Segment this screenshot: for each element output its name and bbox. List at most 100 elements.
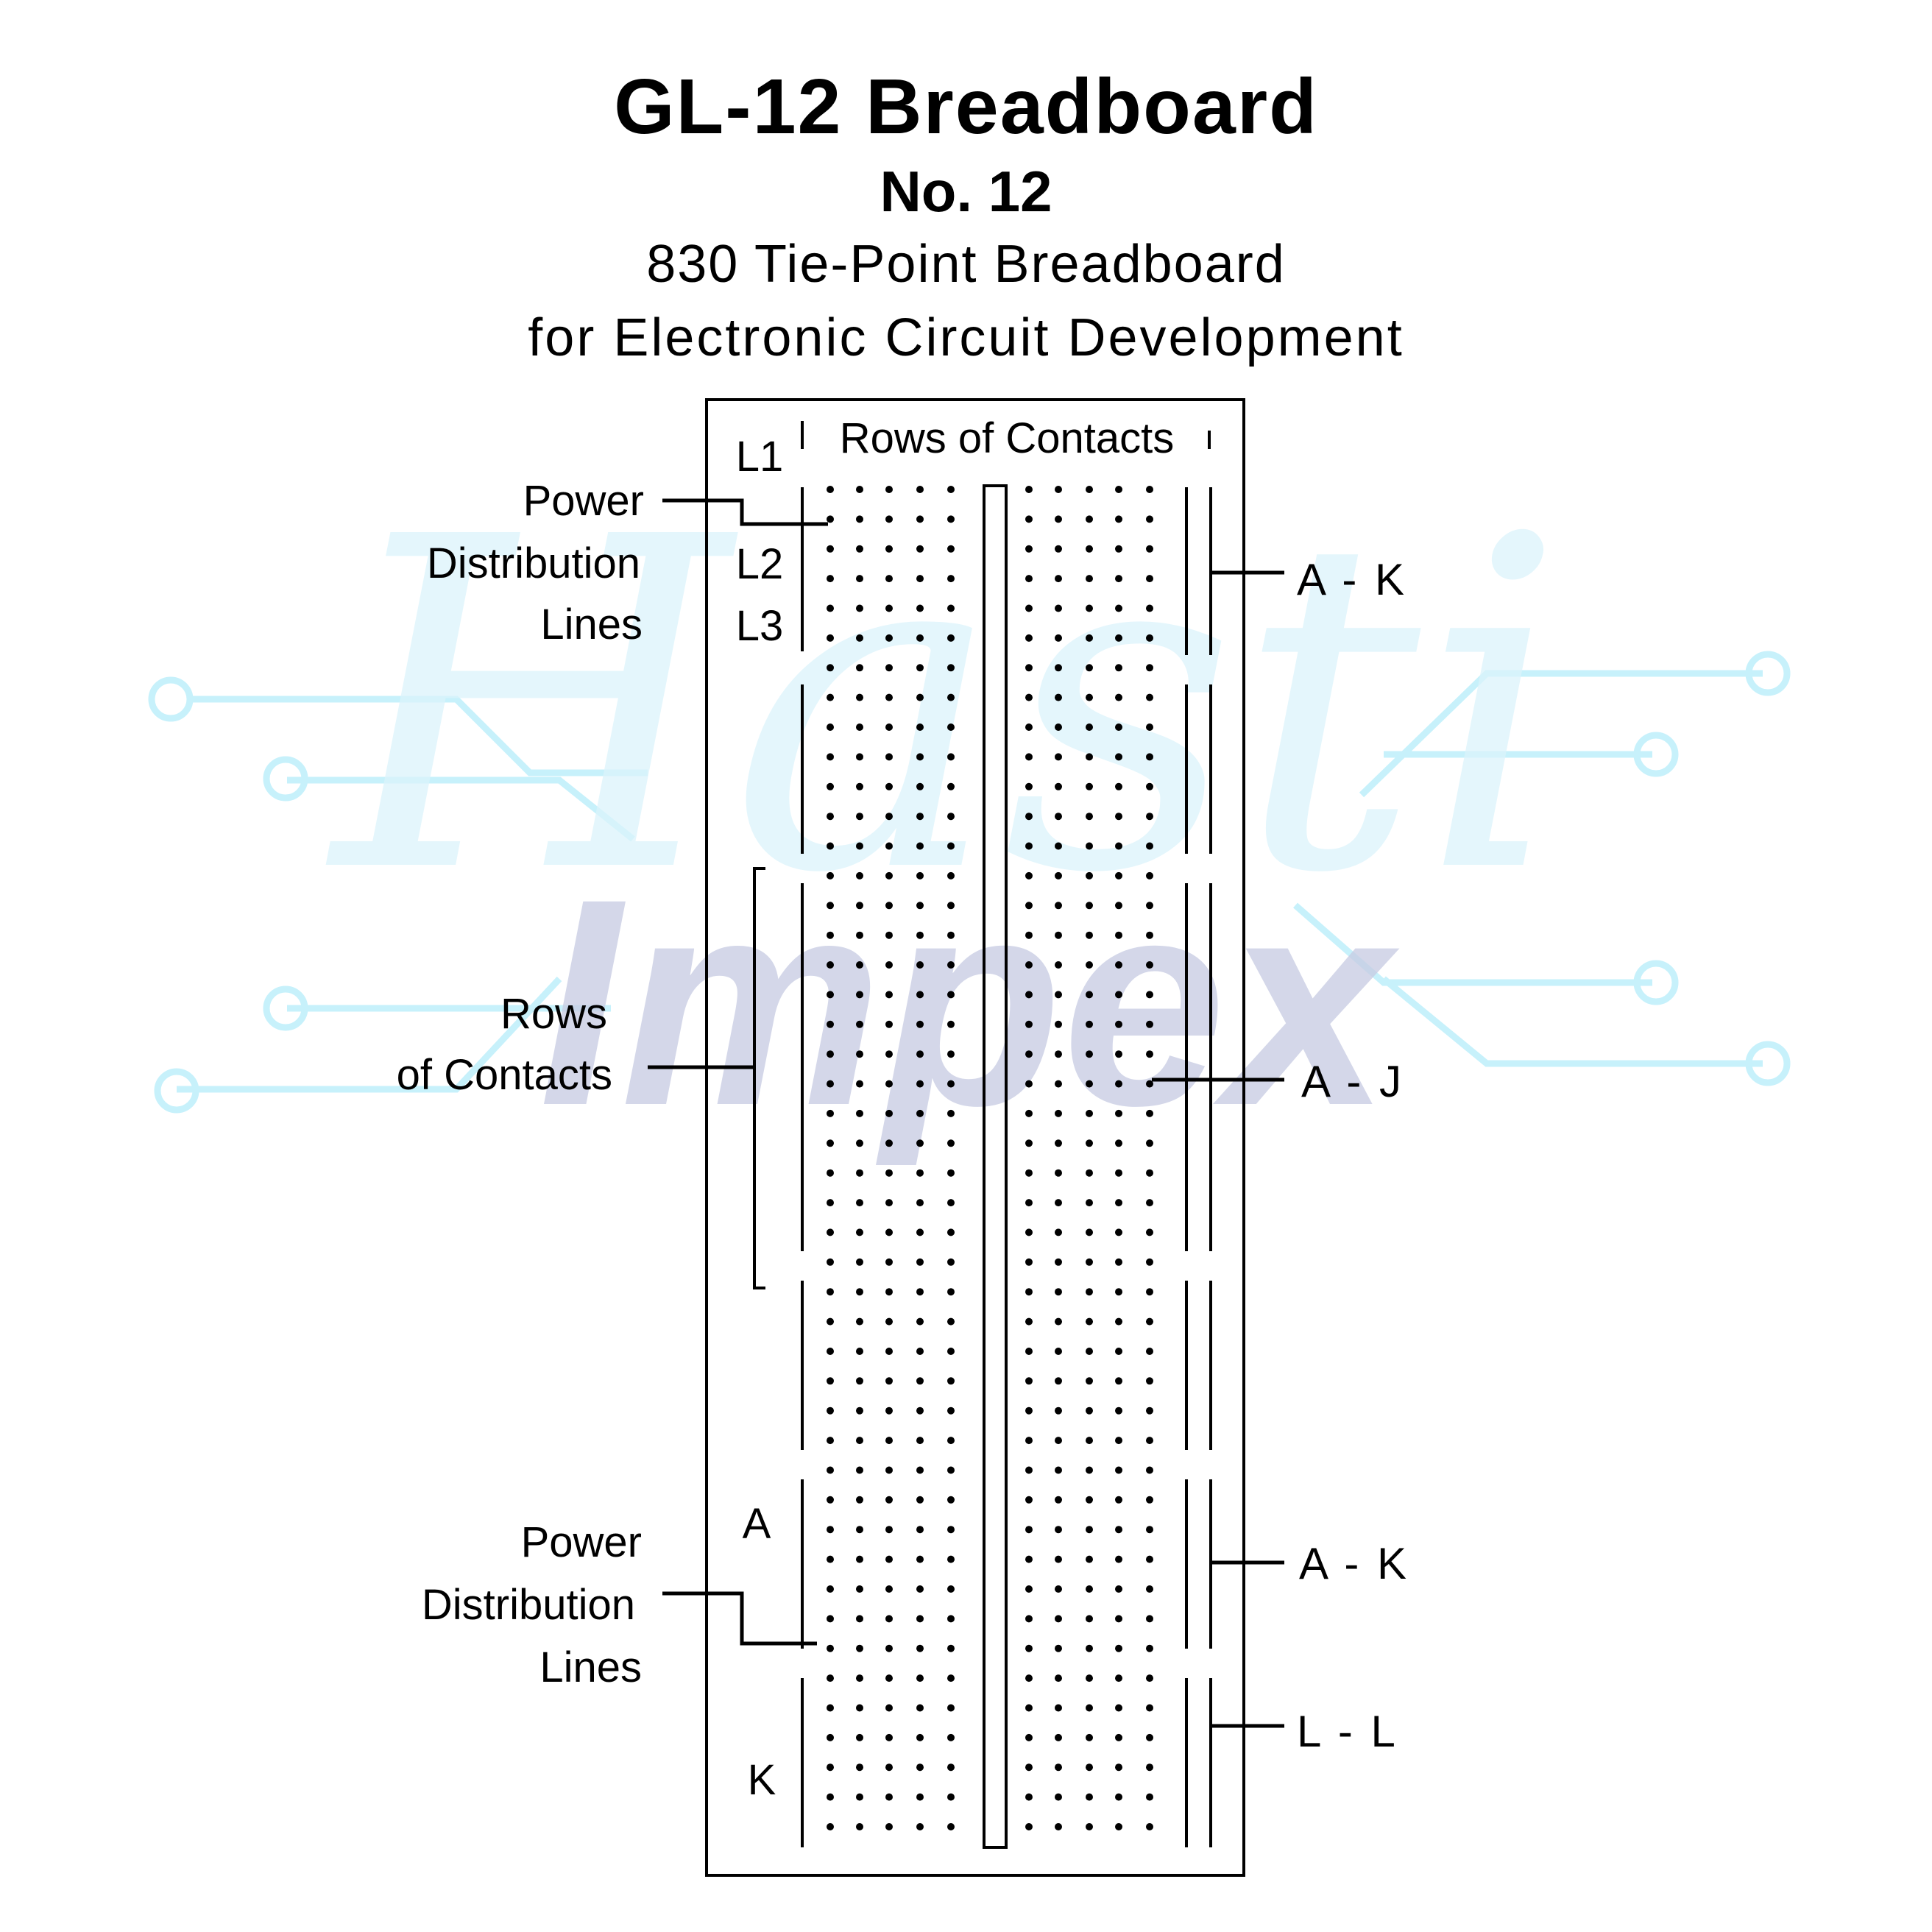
contact-hole (885, 1348, 893, 1355)
contact-hole (1025, 991, 1033, 999)
contact-hole (1025, 842, 1033, 850)
contact-hole (1086, 1704, 1093, 1712)
contact-hole (1055, 1258, 1062, 1266)
contact-hole (885, 1020, 893, 1028)
contact-hole (1146, 1437, 1153, 1445)
contact-hole (856, 1437, 863, 1445)
contact-hole (1025, 1050, 1033, 1058)
contact-hole (947, 1644, 955, 1652)
contact-hole (1055, 664, 1062, 672)
contact-hole (1086, 723, 1093, 731)
contact-hole (1146, 1258, 1153, 1266)
contact-hole (1055, 1317, 1062, 1326)
callout-ll: L - L (1297, 1707, 1398, 1756)
contact-hole (1086, 1466, 1093, 1474)
contact-hole (947, 1763, 955, 1772)
contact-hole (856, 813, 863, 821)
contact-hole (947, 753, 955, 761)
contact-hole (856, 1555, 863, 1563)
contact-hole (1115, 813, 1122, 821)
contact-hole (885, 664, 893, 672)
contact-hole (916, 1793, 924, 1801)
contact-hole (947, 1406, 955, 1415)
contact-hole (916, 782, 924, 790)
contact-hole (885, 1733, 893, 1741)
contact-hole (827, 1406, 834, 1415)
contact-hole (947, 1109, 955, 1117)
page-title: GL-12 Breadboard (614, 63, 1318, 150)
contact-hole (1146, 634, 1153, 642)
contact-hole (885, 1437, 893, 1445)
contact-holes (827, 486, 1153, 1830)
callout-power-bottom-line2: Distribution (422, 1581, 635, 1629)
contact-hole (885, 1526, 893, 1534)
contact-hole (1086, 1377, 1093, 1385)
contact-hole (947, 545, 955, 553)
contact-hole (916, 902, 924, 910)
contact-hole (1025, 634, 1033, 642)
contact-hole (916, 1109, 924, 1117)
contact-hole (1115, 1437, 1122, 1445)
contact-hole (1146, 813, 1153, 821)
contact-hole (885, 1496, 893, 1504)
contact-hole (1146, 1050, 1153, 1058)
contact-hole (1086, 782, 1093, 790)
row-letter-a: A (743, 1500, 771, 1548)
contact-hole (827, 545, 834, 553)
contact-hole (1146, 1317, 1153, 1326)
contact-hole (1146, 1377, 1153, 1385)
contact-hole (856, 1406, 863, 1415)
contact-hole (1086, 1348, 1093, 1355)
contact-hole (916, 1615, 924, 1623)
contact-hole (916, 1169, 924, 1177)
contact-hole (947, 782, 955, 790)
contact-hole (1055, 1674, 1062, 1682)
contact-hole (1086, 1823, 1093, 1830)
contact-hole (1146, 961, 1153, 969)
contact-hole (947, 1466, 955, 1474)
contact-hole (856, 1704, 863, 1712)
contact-hole (1146, 604, 1153, 612)
contact-hole (1115, 1496, 1122, 1504)
contact-hole (916, 1199, 924, 1207)
watermark-script-text: Hasti (325, 442, 1566, 973)
contact-hole (947, 902, 955, 910)
contact-hole (1086, 1288, 1093, 1296)
callout-power-top-line3: Lines (540, 601, 643, 648)
contact-hole (1146, 1644, 1153, 1652)
contact-hole (827, 1644, 834, 1652)
contact-hole (856, 1793, 863, 1801)
contact-hole (1086, 515, 1093, 523)
contact-hole (827, 902, 834, 910)
contact-hole (1146, 486, 1153, 493)
contact-hole (827, 1377, 834, 1385)
contact-hole (947, 1615, 955, 1623)
rows-bracket (753, 867, 765, 1289)
contact-hole (916, 1348, 924, 1355)
contact-hole (827, 1317, 834, 1326)
contact-hole (1146, 782, 1153, 790)
contact-hole (1146, 1555, 1153, 1563)
contact-hole (1086, 1109, 1093, 1117)
contact-hole (1055, 1763, 1062, 1772)
contact-hole (1115, 991, 1122, 999)
description-line-1: 830 Tie-Point Breadboard (646, 235, 1286, 294)
contact-hole (1086, 545, 1093, 553)
contact-hole (1086, 1406, 1093, 1415)
contact-hole (1115, 575, 1122, 583)
contact-hole (1055, 723, 1062, 731)
contact-hole (885, 1317, 893, 1326)
contact-hole (1055, 1793, 1062, 1801)
contact-hole (856, 1020, 863, 1028)
contact-hole (1025, 1763, 1033, 1772)
contact-hole (827, 991, 834, 999)
contact-hole (885, 1615, 893, 1623)
contact-hole (827, 842, 834, 850)
contact-hole (1115, 1050, 1122, 1058)
contact-hole (885, 1139, 893, 1147)
contact-hole (827, 1704, 834, 1712)
contact-hole (1055, 1496, 1062, 1504)
contact-hole (885, 634, 893, 642)
contact-hole (1055, 1199, 1062, 1207)
contact-hole (885, 1080, 893, 1088)
